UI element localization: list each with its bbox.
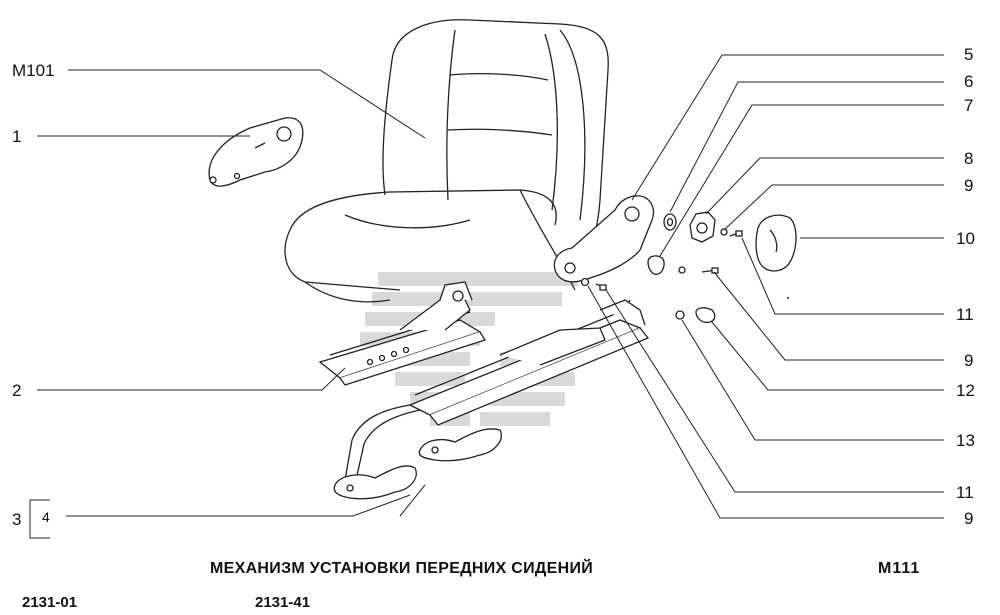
diagram-title: МЕХАНИЗМ УСТАНОВКИ ПЕРЕДНИХ СИДЕНИЙ [210,560,594,577]
callout-m101: M101 [12,61,55,80]
part-8-gear-nut [689,211,716,243]
small-parts [580,211,797,324]
callout-3: 3 [12,510,22,529]
part-12-screw [701,267,719,274]
model-code-right: 2131-41 [255,594,311,611]
part-4-clips [333,428,502,500]
callout-2: 2 [12,381,22,400]
part-7-bushing [647,255,665,275]
part-12-plug [695,307,716,324]
part-11-screw-b [595,283,607,291]
callout-9-c: 9 [964,509,974,528]
callout-11-a: 11 [956,305,974,324]
callout-10: 10 [956,229,975,248]
callout-4: 4 [42,509,50,525]
part-9-washer-b [678,266,686,274]
part-5-lever [553,195,655,283]
seat-back [382,19,609,269]
callout-5: 5 [964,45,974,64]
part-9-washer-a [720,228,728,236]
part-1-cover [208,117,304,187]
callout-11-b: 11 [956,483,974,502]
callout-12: 12 [956,381,975,400]
callout-8: 8 [964,149,974,168]
callout-1: 1 [12,127,22,146]
part-13-nut [675,310,685,320]
part-3-right-rail [344,299,650,481]
callout-6: 6 [964,72,974,91]
callout-13: 13 [956,431,975,450]
part-11-screw-a [729,230,743,237]
part-10-knob [755,214,797,272]
part-2-left-rail [318,281,486,386]
leader-lines [29,54,944,539]
model-code-left: 2131-01 [22,594,78,611]
callout-9-b: 9 [964,351,974,370]
sheet-code: M111 [878,560,921,577]
callout-7: 7 [964,96,974,115]
callout-9-a: 9 [964,176,974,195]
part-9-washer-c [580,277,590,287]
